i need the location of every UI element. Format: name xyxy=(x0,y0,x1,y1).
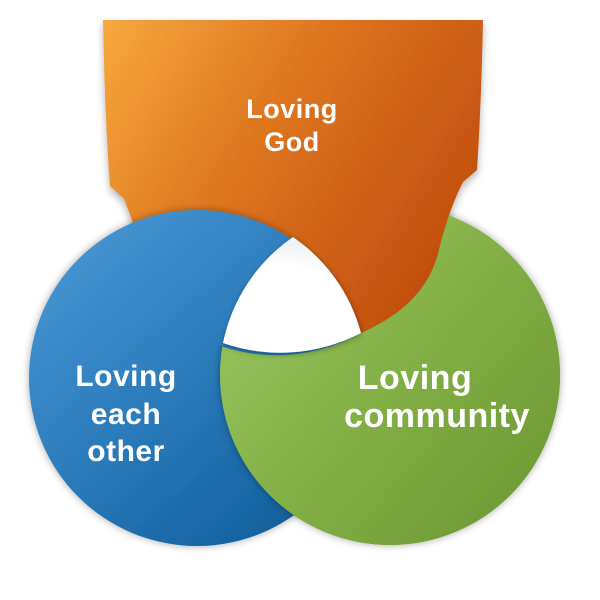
label-loving-god-line1: Loving xyxy=(246,94,338,124)
label-loving-community-line1: Loving xyxy=(358,359,472,397)
label-loving-community: Loving community xyxy=(344,359,530,435)
label-loving-each-other-line1: Loving xyxy=(75,360,176,393)
intersection-core xyxy=(223,237,361,353)
label-loving-god-line2: God xyxy=(264,127,320,157)
label-loving-each-other-line2: each xyxy=(91,398,161,431)
label-loving-each-other-line3: other xyxy=(87,435,165,468)
label-loving-god: Loving God xyxy=(246,94,338,157)
label-loving-community-line2: community xyxy=(344,397,530,435)
label-loving-each-other: Loving each other xyxy=(75,360,176,468)
